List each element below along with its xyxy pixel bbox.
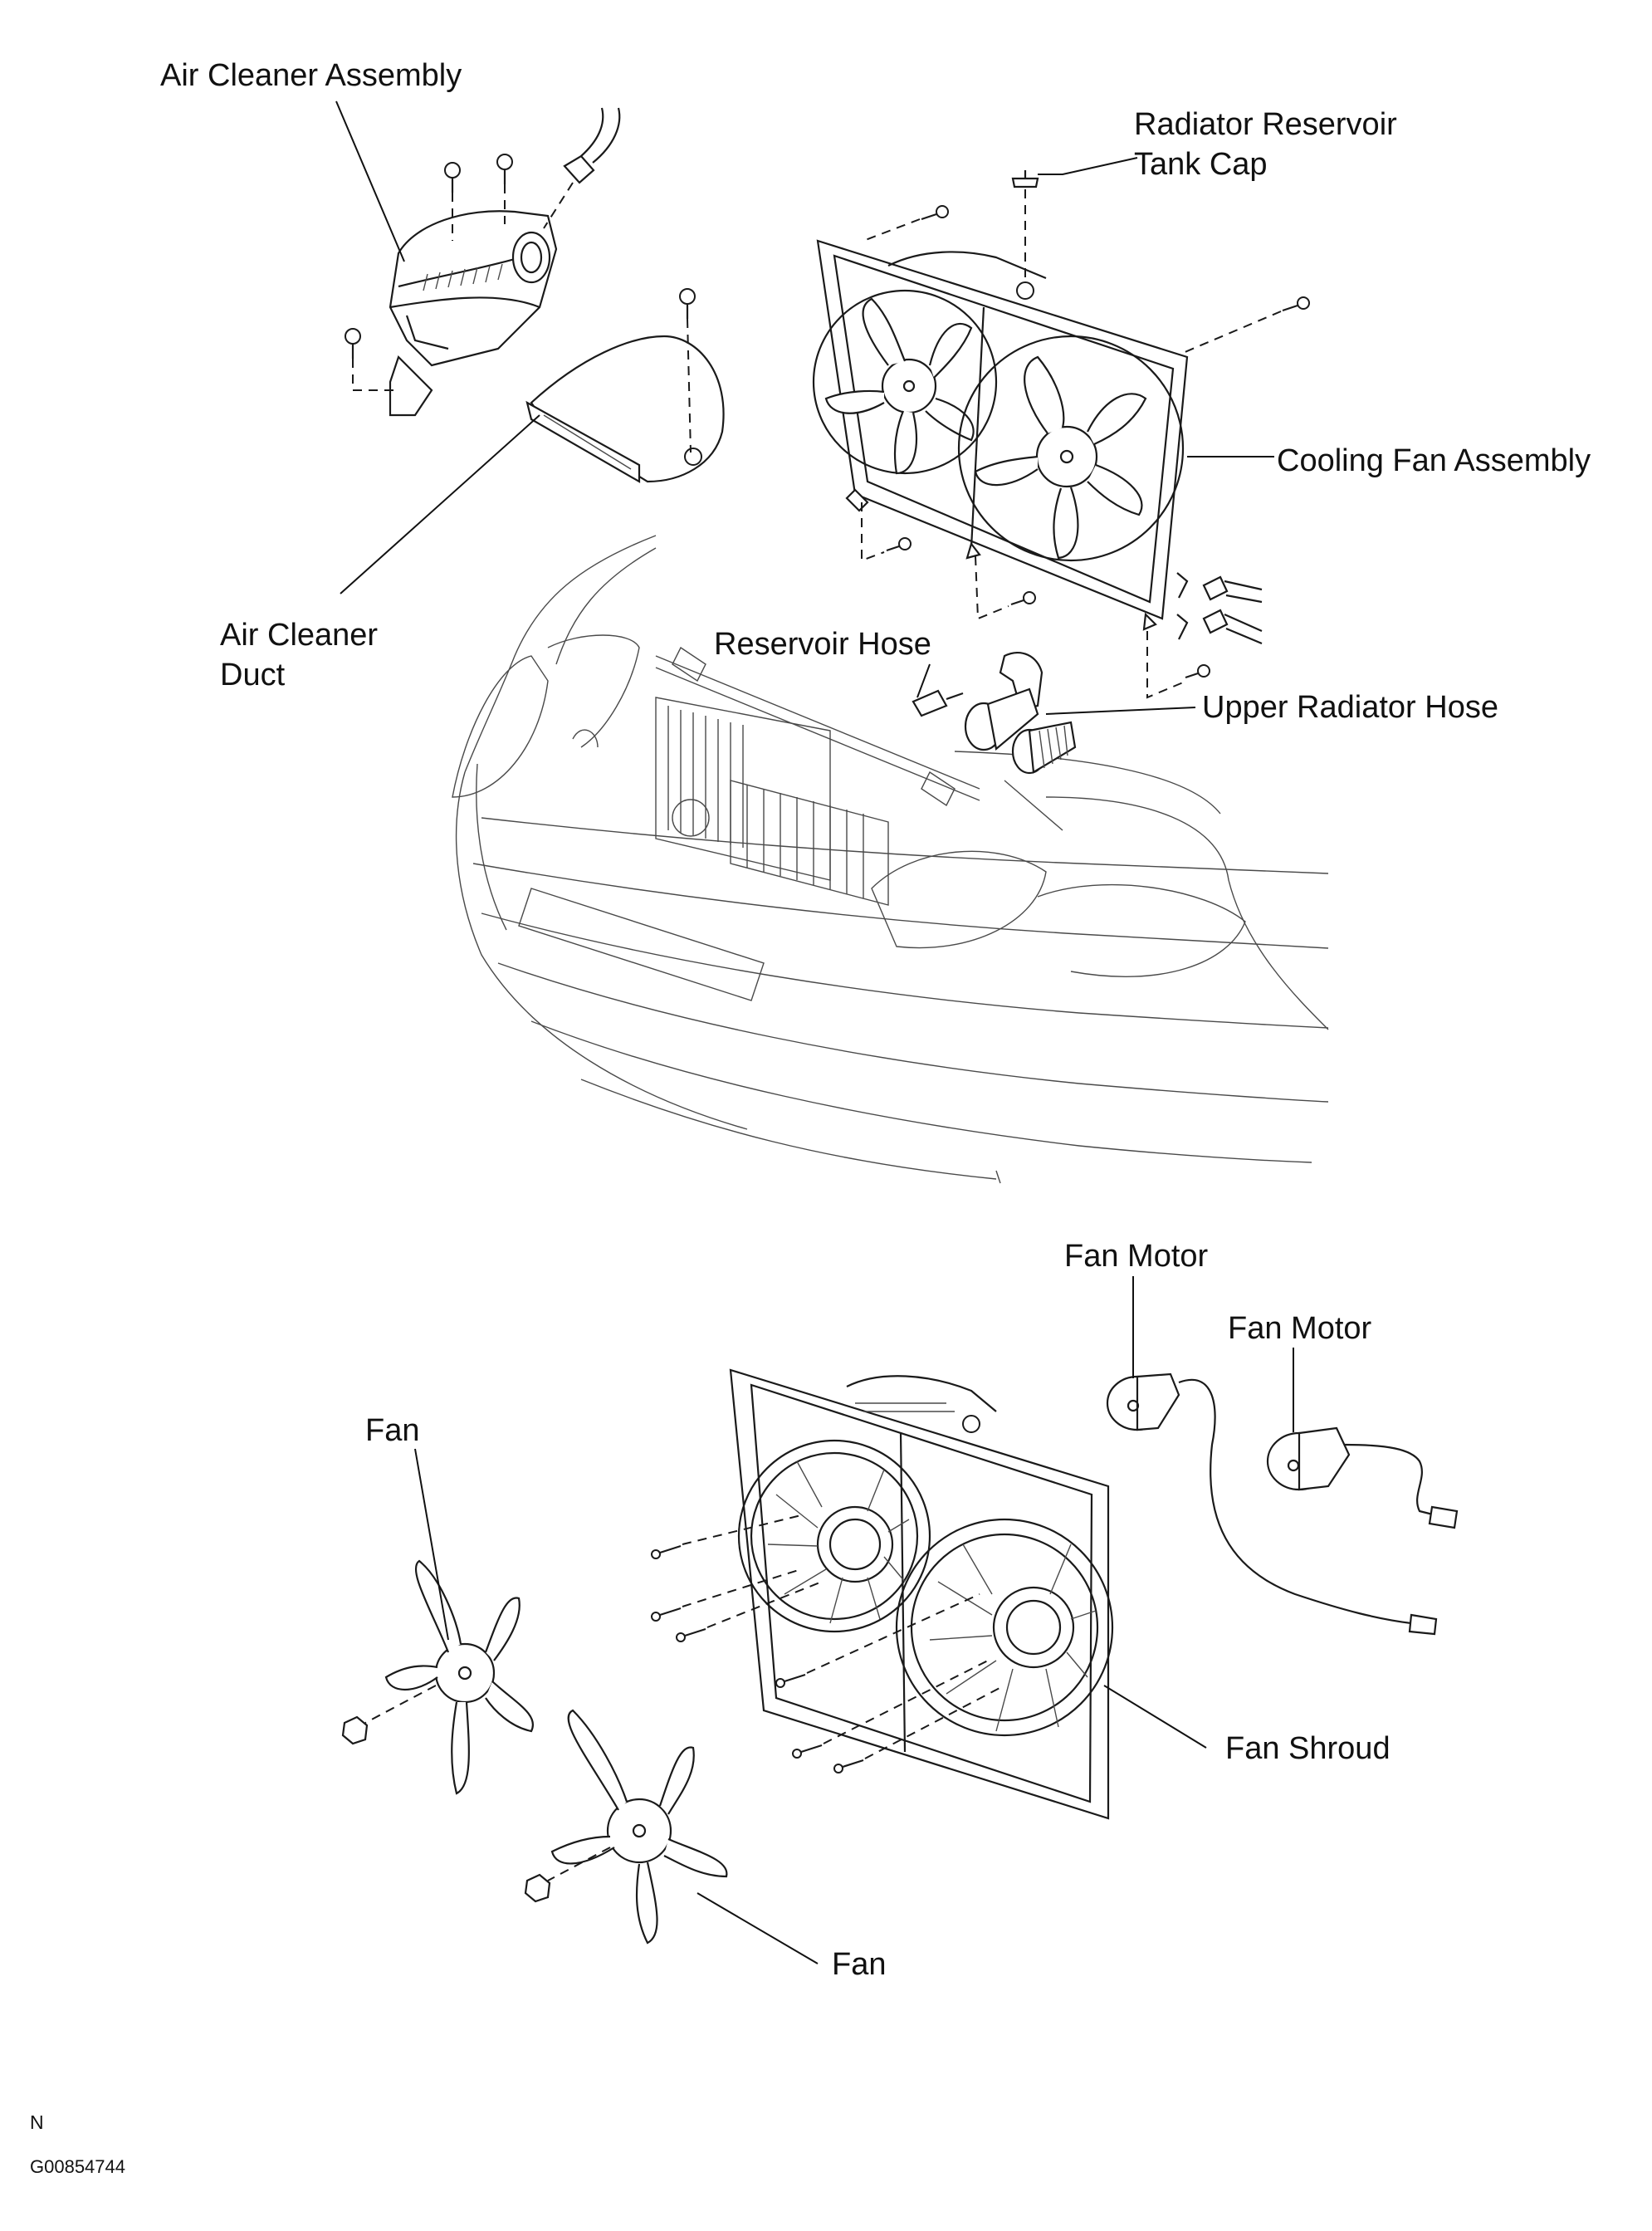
part-labels: Air Cleaner Assembly Radiator Reservoir … xyxy=(160,58,1591,1982)
fan-bottom-blade-set xyxy=(524,1709,728,1945)
label-upper-radiator-hose: Upper Radiator Hose xyxy=(1202,690,1498,725)
fan-shroud-drawing xyxy=(651,1368,1114,1820)
label-reservoir-hose: Reservoir Hose xyxy=(714,627,931,662)
leader-lines xyxy=(335,100,1294,1964)
label-air-cleaner-assembly: Air Cleaner Assembly xyxy=(160,58,462,93)
label-radiator-reservoir-tank-cap-line2: Tank Cap xyxy=(1134,147,1268,182)
label-air-cleaner-duct-line1: Air Cleaner xyxy=(220,618,378,653)
fan-left-blade-set xyxy=(341,1559,534,1795)
label-radiator-reservoir-tank-cap-line1: Radiator Reservoir xyxy=(1134,107,1397,142)
label-fan-motor-1: Fan Motor xyxy=(1064,1239,1209,1274)
label-fan-motor-2: Fan Motor xyxy=(1228,1311,1372,1346)
footer: N G00854744 xyxy=(30,2111,125,2177)
air-cleaner-duct-drawing xyxy=(525,288,725,483)
label-fan-bottom: Fan xyxy=(832,1947,886,1982)
figure-code: G00854744 xyxy=(30,2156,125,2177)
label-fan-left: Fan xyxy=(365,1413,419,1448)
footer-letter: N xyxy=(30,2111,44,2133)
fans-drawing xyxy=(341,1559,728,1945)
air-cleaner-assembly-drawing xyxy=(345,107,621,417)
hoses-drawing xyxy=(912,652,1077,775)
label-cooling-fan-assembly: Cooling Fan Assembly xyxy=(1277,443,1591,478)
label-fan-shroud: Fan Shroud xyxy=(1225,1731,1391,1766)
fan-motors-drawing xyxy=(1106,1372,1459,1636)
cooling-fan-assembly-drawing xyxy=(812,170,1310,699)
label-air-cleaner-duct-line2: Duct xyxy=(220,658,286,692)
vehicle-front-body xyxy=(452,535,1329,1184)
